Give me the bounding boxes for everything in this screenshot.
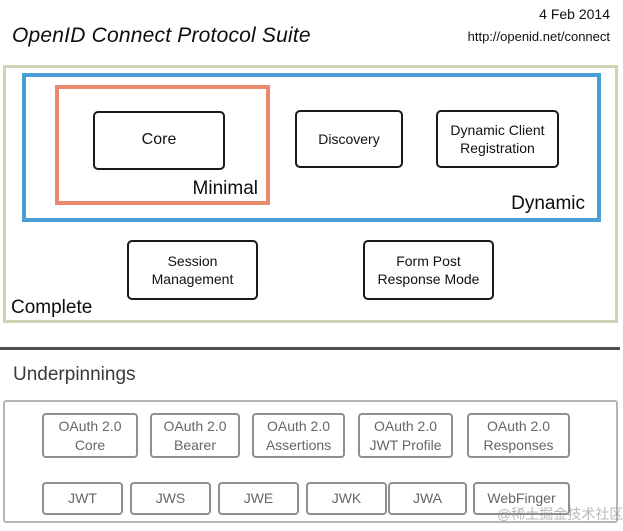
- spec-oauth-responses: OAuth 2.0 Responses: [467, 413, 570, 458]
- page-title: OpenID Connect Protocol Suite: [12, 24, 311, 47]
- jwe-label: JWE: [243, 490, 274, 507]
- section-divider: [0, 347, 620, 350]
- complete-group: Complete: [3, 65, 618, 323]
- spec-jwt: JWT: [42, 482, 123, 515]
- jwt-label: JWT: [68, 490, 97, 507]
- watermark: @稀土掘金技术社区: [497, 506, 623, 522]
- spec-formpost-line1: Form Post: [396, 252, 461, 269]
- spec-dynamic-client-registration: Dynamic Client Registration: [436, 110, 559, 168]
- spec-core: Core: [93, 111, 225, 170]
- spec-session-line2: Management: [151, 271, 234, 287]
- spec-dcr-line2: Registration: [460, 140, 535, 156]
- oauth-responses-line1: OAuth 2.0: [486, 418, 551, 435]
- spec-dcr-line1: Dynamic Client: [450, 121, 545, 138]
- oauth-core-line1: OAuth 2.0: [58, 418, 122, 435]
- spec-formpost-line2: Response Mode: [377, 271, 480, 287]
- oauth-assertions-line2: Assertions: [265, 436, 332, 453]
- spec-session-management: Session Management: [127, 240, 258, 300]
- jwk-label: JWK: [331, 490, 362, 507]
- oauth-bearer-line1: OAuth 2.0: [163, 418, 227, 435]
- spec-jwe: JWE: [218, 482, 299, 515]
- spec-discovery: Discovery: [295, 110, 403, 168]
- spec-jwa: JWA: [388, 482, 467, 515]
- spec-jws: JWS: [130, 482, 211, 515]
- oauth-jwt-profile-line2: JWT Profile: [369, 436, 442, 453]
- dynamic-group: Dynamic: [22, 73, 601, 222]
- oauth-responses-line2: Responses: [483, 436, 554, 453]
- dynamic-label: Dynamic: [511, 193, 585, 214]
- webfinger-label: WebFinger: [487, 490, 556, 507]
- minimal-label: Minimal: [192, 178, 258, 199]
- oauth-assertions-line1: OAuth 2.0: [266, 418, 331, 435]
- underpinnings-title: Underpinnings: [13, 364, 136, 385]
- connect-url: http://openid.net/connect: [467, 29, 610, 44]
- complete-label: Complete: [11, 297, 93, 318]
- oauth-jwt-profile-line1: OAuth 2.0: [373, 418, 438, 435]
- jws-label: JWS: [155, 490, 186, 507]
- spec-jwk: JWK: [306, 482, 387, 515]
- jwa-label: JWA: [412, 490, 443, 507]
- spec-session-line1: Session: [167, 252, 218, 269]
- spec-oauth-bearer: OAuth 2.0 Bearer: [150, 413, 240, 458]
- spec-core-label: Core: [141, 131, 177, 149]
- spec-oauth-jwt-profile: OAuth 2.0 JWT Profile: [358, 413, 453, 458]
- spec-form-post-response-mode: Form Post Response Mode: [363, 240, 494, 300]
- oauth-core-line2: Core: [74, 436, 106, 453]
- spec-oauth-core: OAuth 2.0 Core: [42, 413, 138, 458]
- spec-discovery-label: Discovery: [318, 130, 380, 147]
- spec-oauth-assertions: OAuth 2.0 Assertions: [252, 413, 345, 458]
- spec-webfinger: WebFinger: [473, 482, 570, 515]
- minimal-group: Minimal: [55, 85, 270, 205]
- date-label: 4 Feb 2014: [539, 6, 610, 22]
- oauth-bearer-line2: Bearer: [173, 436, 217, 453]
